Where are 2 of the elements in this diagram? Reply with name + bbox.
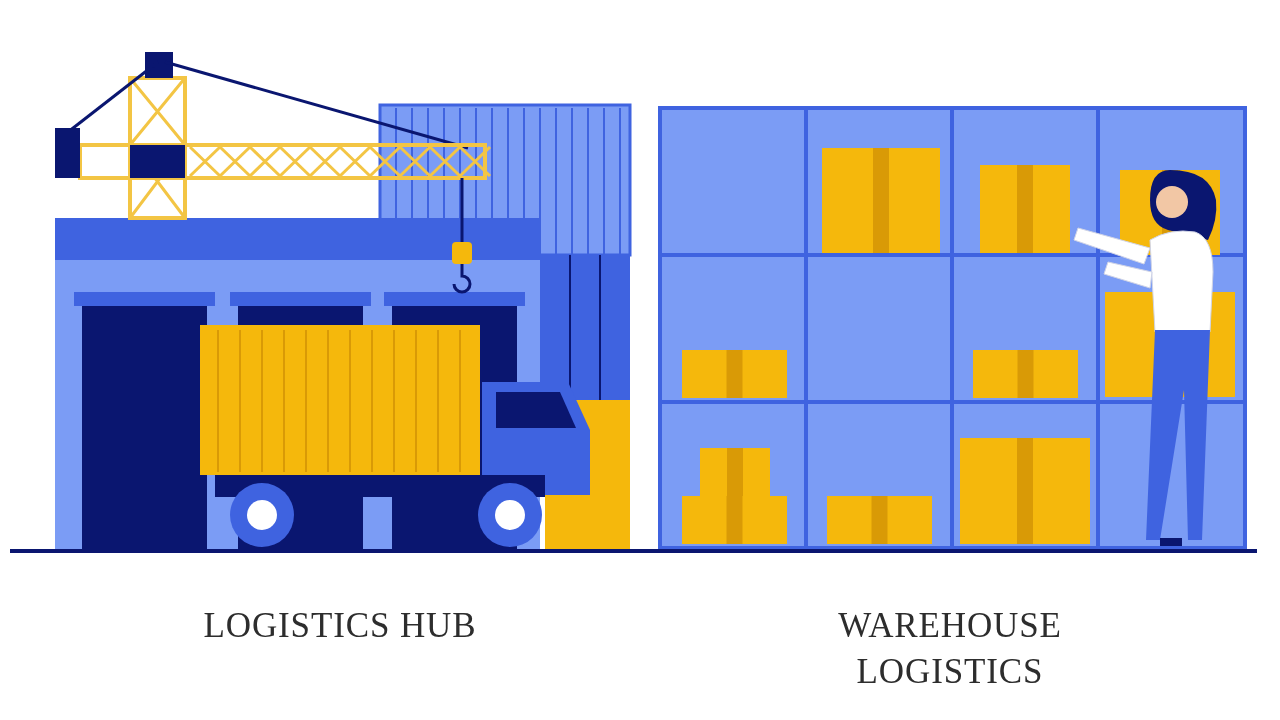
illustration-caption: LOGISTICS HUB — [202, 605, 478, 647]
illustration-caption: WAREHOUSE LOGISTICS — [837, 605, 1063, 693]
